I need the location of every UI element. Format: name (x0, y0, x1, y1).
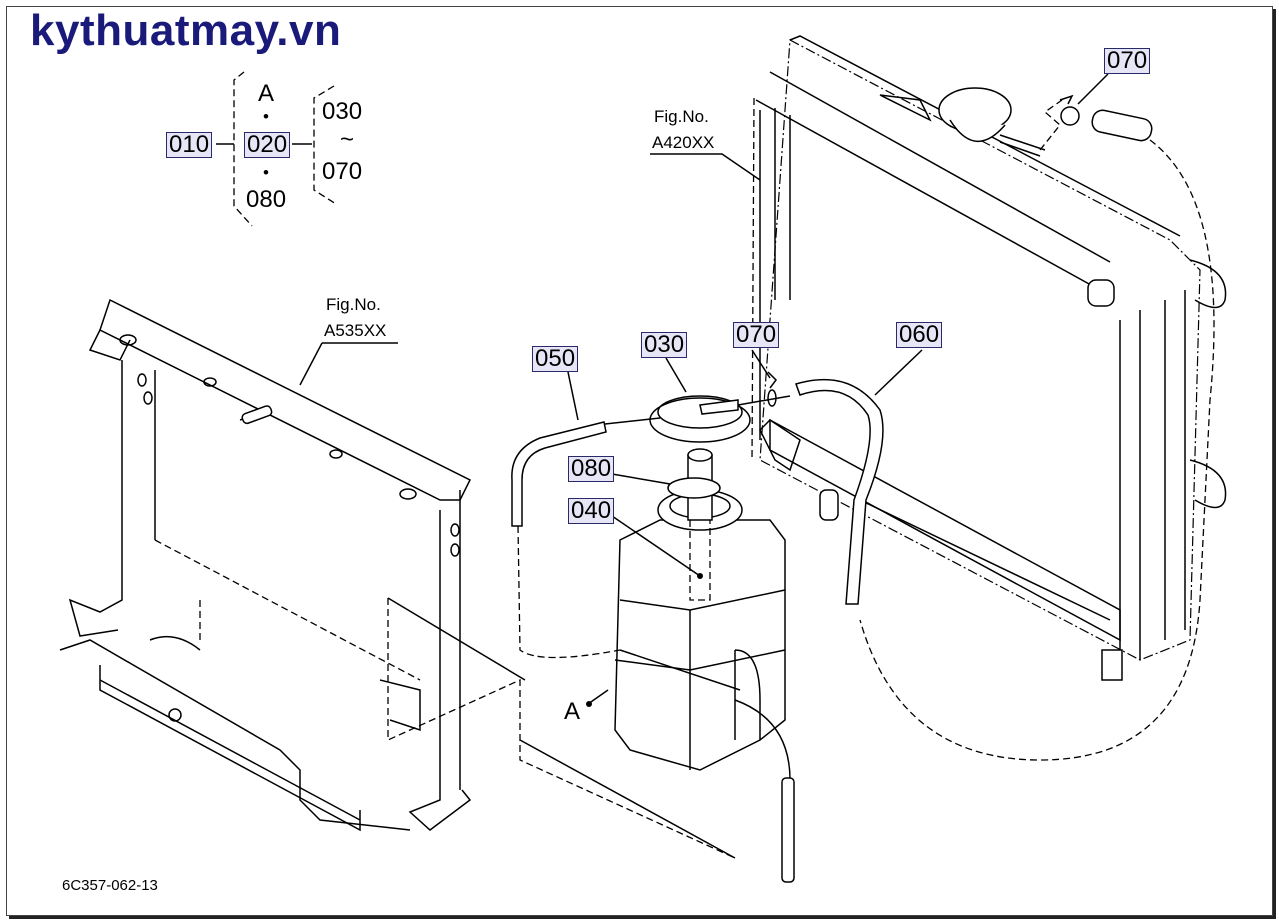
legend-range-sep: ~ (340, 126, 355, 153)
fig-ref-frame-label: Fig.No. (326, 295, 381, 314)
fig-ref-radiator-code[interactable]: A420XX (652, 133, 715, 152)
callout-080[interactable]: 080 (568, 456, 615, 482)
fig-ref-frame-code[interactable]: A535XX (324, 321, 387, 340)
callout-040[interactable]: 040 (568, 498, 615, 524)
legend-main-part[interactable]: 010 (166, 132, 213, 158)
mark-a: A (564, 698, 581, 725)
legend-dot-top: • (263, 107, 269, 126)
hose-050 (511, 417, 741, 691)
tank-cap (649, 395, 751, 521)
hose-060 (737, 371, 884, 605)
drawing-id: 6C357-062-13 (62, 877, 158, 894)
callout-030[interactable]: 030 (641, 332, 688, 358)
radiator-assembly (751, 35, 1227, 681)
legend-sub-part[interactable]: 020 (244, 132, 291, 158)
frame-bracket (59, 298, 736, 859)
hose-070-top (859, 94, 1215, 761)
reserve-tank (614, 489, 795, 883)
callout-060[interactable]: 060 (896, 322, 943, 348)
legend-dot-bottom: • (263, 163, 269, 182)
legend-brackets (216, 71, 337, 227)
site-brand[interactable]: kythuatmay.vn (30, 6, 342, 55)
callout-070-mid[interactable]: 070 (733, 322, 780, 348)
callout-070-top[interactable]: 070 (1104, 48, 1151, 74)
legend-sub-top: A (258, 80, 275, 107)
fig-ref-radiator-label: Fig.No. (654, 107, 709, 126)
legend-range-start: 030 (322, 98, 363, 125)
leader-lines (299, 73, 1109, 707)
legend-sub-bottom: 080 (246, 186, 287, 213)
diagram-frame (6, 6, 1273, 916)
callout-050[interactable]: 050 (532, 346, 579, 372)
legend-range-end: 070 (322, 158, 363, 185)
